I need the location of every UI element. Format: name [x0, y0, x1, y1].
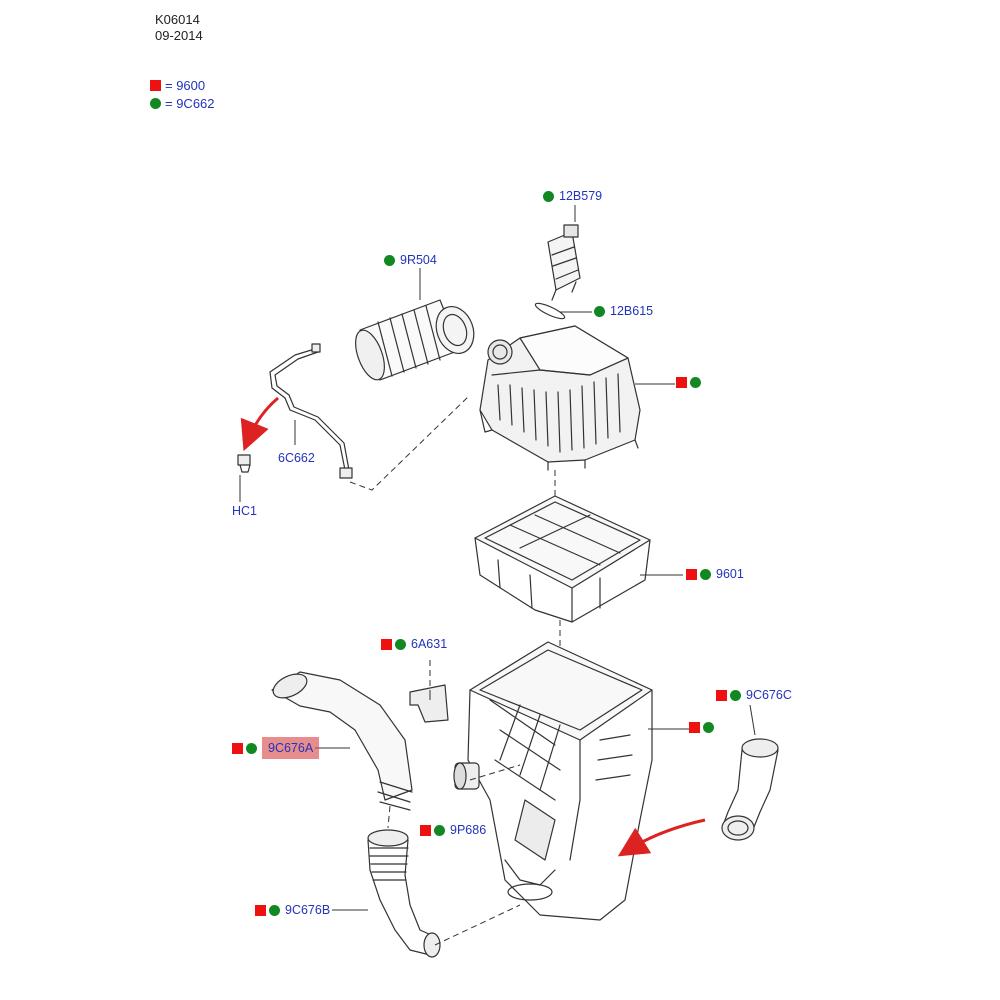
- callout-cover-markers: [676, 377, 701, 388]
- callout-label: 9P686: [450, 823, 487, 837]
- red-square-icon: [381, 638, 392, 650]
- legend-label-square: = 9600: [165, 78, 206, 93]
- hose-clip: [237, 454, 251, 473]
- callout-label: 12B579: [559, 189, 603, 203]
- red-square-icon: [676, 377, 687, 388]
- callout-12b615: 12B615: [594, 304, 653, 318]
- legend-item-circle: = 9C662: [150, 96, 215, 111]
- air-filter-element: [474, 495, 651, 623]
- red-square-icon: [255, 904, 266, 916]
- callout-hc1: HC1: [230, 504, 257, 518]
- green-circle-icon: [269, 904, 280, 916]
- red-square-icon: [420, 824, 431, 836]
- red-square-icon: [232, 742, 243, 754]
- green-circle-icon: [594, 305, 605, 317]
- callout-9c676c: 9C676C: [716, 688, 792, 702]
- callout-label-highlighted: 9C676A: [262, 737, 320, 759]
- green-circle-icon: [384, 254, 395, 266]
- red-square-icon: [150, 80, 161, 91]
- red-square-icon: [716, 689, 727, 701]
- red-square-icon: [686, 568, 697, 580]
- callout-label: 9601: [716, 567, 744, 581]
- air-intake-bellows-hose: [355, 299, 475, 381]
- callout-label: 9R504: [400, 253, 437, 267]
- callout-label: 6A631: [411, 637, 448, 651]
- assembly-lines: [349, 394, 561, 946]
- diagram-code: K06014: [155, 12, 200, 27]
- green-circle-icon: [690, 377, 701, 388]
- crankcase-breather-hose: [269, 343, 353, 479]
- green-circle-icon: [543, 190, 554, 202]
- green-circle-icon: [395, 638, 406, 650]
- callout-9601: 9601: [686, 567, 744, 581]
- resonator: [453, 762, 480, 790]
- callout-label: 6C662: [278, 451, 315, 465]
- legend-label-circle: = 9C662: [165, 96, 215, 111]
- green-circle-icon: [703, 722, 714, 733]
- callout-9r504: 9R504: [384, 253, 437, 267]
- callout-12b579: 12B579: [543, 189, 602, 203]
- air-cleaner-cover: [479, 325, 641, 471]
- callout-label: 12B615: [610, 304, 654, 318]
- callout-label: 9C676C: [746, 688, 792, 702]
- red-square-icon: [689, 722, 700, 733]
- green-circle-icon: [434, 824, 445, 836]
- o-ring-seal: [534, 302, 566, 320]
- diagram-date: 09-2014: [155, 28, 203, 43]
- green-circle-icon: [246, 742, 257, 754]
- air-cleaner-housing: [467, 641, 653, 921]
- green-circle-icon: [730, 689, 741, 701]
- legend-item-square: = 9600: [150, 78, 205, 93]
- green-circle-icon: [150, 98, 161, 109]
- red-direction-arrow: [240, 396, 706, 857]
- callout-6a631: 6A631: [381, 637, 447, 651]
- intake-duct-upper: [271, 671, 413, 811]
- intake-duct-lower: [367, 829, 441, 958]
- callout-9c676a: 9C676A: [232, 737, 320, 759]
- mounting-bracket: [409, 684, 449, 723]
- mass-air-flow-sensor: [547, 224, 581, 301]
- callout-6c662: 6C662: [276, 451, 315, 465]
- green-circle-icon: [700, 568, 711, 580]
- callout-label: 9C676B: [285, 903, 331, 917]
- callout-label: HC1: [232, 504, 258, 518]
- callout-housing-markers: [689, 722, 714, 733]
- intake-duct-elbow: [721, 738, 779, 841]
- callout-9c676b: 9C676B: [255, 903, 330, 917]
- leader-lines: [239, 205, 756, 911]
- callout-9p686: 9P686: [420, 823, 486, 837]
